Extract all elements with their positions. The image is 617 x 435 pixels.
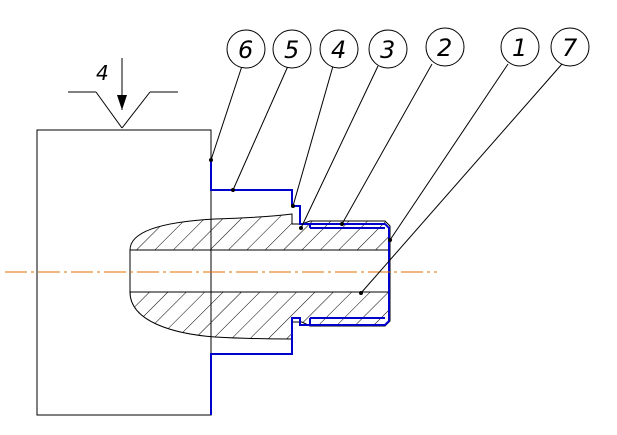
callout-4: 4 xyxy=(319,29,359,69)
support-symbol: 4 xyxy=(68,58,178,129)
anchor-dots xyxy=(209,158,392,295)
callout-7-label: 7 xyxy=(562,34,578,62)
callout-3: 3 xyxy=(368,29,408,69)
callout-5-label: 5 xyxy=(284,36,299,64)
support-label: 4 xyxy=(96,61,109,85)
callout-4-label: 4 xyxy=(331,36,346,64)
callout-1: 1 xyxy=(500,27,540,67)
callout-3-label: 3 xyxy=(380,36,395,64)
callout-6: 6 xyxy=(226,29,266,69)
leader-lines xyxy=(210,63,563,294)
callout-5: 5 xyxy=(272,29,312,69)
callout-6-label: 6 xyxy=(238,36,253,64)
callout-2: 2 xyxy=(425,27,465,67)
callout-1-label: 1 xyxy=(512,34,527,62)
part-contour xyxy=(210,160,390,415)
hatched-section xyxy=(129,213,391,340)
callout-7: 7 xyxy=(550,27,590,67)
callout-2-label: 2 xyxy=(437,34,452,62)
